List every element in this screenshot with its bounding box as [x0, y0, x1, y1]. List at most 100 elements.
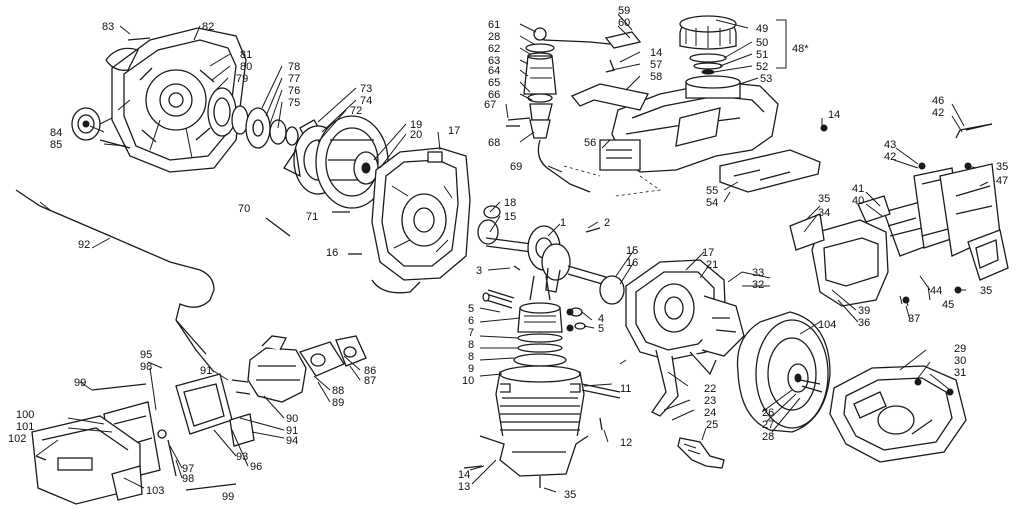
label-63: 63 — [488, 55, 500, 67]
label-93: 93 — [236, 451, 248, 463]
label-96: 96 — [250, 461, 262, 473]
label-58: 58 — [650, 71, 662, 83]
label-81: 81 — [240, 49, 252, 61]
label-104: 104 — [818, 319, 836, 331]
label-101: 101 — [16, 421, 34, 433]
label-56: 56 — [584, 137, 596, 149]
label-11: 11 — [620, 383, 631, 395]
label-6: 6 — [468, 315, 474, 327]
label-90: 90 — [286, 413, 298, 425]
label-35-bottom: 35 — [564, 489, 576, 501]
spark-plug — [677, 437, 725, 469]
label-99-bottom: 99 — [222, 491, 234, 503]
label-32: 32 — [752, 279, 764, 291]
label-24: 24 — [704, 407, 716, 419]
label-46: 46 — [932, 95, 944, 107]
label-40: 40 — [852, 195, 864, 207]
clutch-cover — [829, 365, 967, 463]
leader-lines — [35, 13, 989, 493]
label-18: 18 — [504, 197, 516, 209]
label-16-left: 16 — [326, 247, 338, 259]
label-31: 31 — [954, 367, 966, 379]
flywheel — [315, 115, 389, 209]
label-2: 2 — [604, 217, 610, 229]
fuel-tank — [563, 59, 821, 197]
label-14-top: 14 — [650, 47, 662, 59]
label-91-top: 91 — [200, 365, 212, 377]
label-82: 82 — [202, 21, 214, 33]
label-54: 54 — [706, 197, 718, 209]
label-3: 3 — [476, 265, 482, 277]
label-41: 41 — [852, 183, 864, 195]
label-10: 10 — [462, 375, 474, 387]
label-13: 13 — [458, 481, 470, 493]
label-14-bottom: 14 — [458, 469, 470, 481]
label-92: 92 — [78, 239, 90, 251]
label-87: 87 — [364, 375, 376, 387]
label-21: 21 — [706, 259, 718, 271]
label-7: 7 — [468, 327, 474, 339]
label-53: 53 — [760, 73, 772, 85]
label-47: 47 — [996, 175, 1008, 187]
label-50: 50 — [756, 37, 768, 49]
label-25: 25 — [706, 419, 718, 431]
label-19: 19 — [410, 119, 422, 131]
label-28-top: 28 — [488, 31, 500, 43]
label-61: 61 — [488, 19, 500, 31]
label-80: 80 — [240, 61, 252, 73]
label-79: 79 — [236, 73, 248, 85]
label-91-bottom: 91 — [286, 425, 298, 437]
piston-assembly — [482, 275, 586, 367]
label-27: 27 — [762, 419, 774, 431]
label-23: 23 — [704, 395, 716, 407]
label-35-a: 35 — [818, 193, 830, 205]
label-100: 100 — [16, 409, 34, 421]
label-8-a: 8 — [468, 339, 474, 351]
label-35-b: 35 — [996, 161, 1008, 173]
crankcase-left — [371, 147, 501, 294]
label-59: 59 — [618, 5, 630, 17]
label-74: 74 — [360, 95, 372, 107]
label-72: 72 — [350, 105, 362, 117]
label-35-c: 35 — [980, 285, 992, 297]
label-77: 77 — [288, 73, 300, 85]
starter-handle — [71, 107, 113, 141]
label-28-bottom: 28 — [762, 431, 774, 443]
label-22: 22 — [704, 383, 716, 395]
label-69: 69 — [510, 161, 522, 173]
label-48: 48* — [792, 43, 809, 55]
label-9: 9 — [468, 363, 474, 375]
label-65: 65 — [488, 77, 500, 89]
label-102: 102 — [8, 433, 26, 445]
label-37: 37 — [908, 313, 920, 325]
label-5-left: 5 — [468, 303, 474, 315]
label-51: 51 — [756, 49, 768, 61]
label-20: 20 — [410, 129, 422, 141]
label-30: 30 — [954, 355, 966, 367]
muffler-assembly — [789, 123, 1009, 307]
label-14-right: 14 — [828, 109, 840, 121]
label-88: 88 — [332, 385, 344, 397]
label-15-right: 15 — [626, 245, 638, 257]
label-8-b: 8 — [468, 351, 474, 363]
label-73: 73 — [360, 83, 372, 95]
label-70: 70 — [238, 203, 250, 215]
label-16-right: 16 — [626, 257, 638, 269]
label-64: 64 — [488, 65, 500, 77]
label-33: 33 — [752, 267, 764, 279]
label-68: 68 — [488, 137, 500, 149]
label-98-top: 98 — [140, 361, 152, 373]
air-filter-housing — [31, 373, 255, 505]
label-99-top: 99 — [74, 377, 86, 389]
label-52: 52 — [756, 61, 768, 73]
label-83: 83 — [102, 21, 114, 33]
label-57: 57 — [650, 59, 662, 71]
label-60: 60 — [618, 17, 630, 29]
label-94: 94 — [286, 435, 298, 447]
label-17-top: 17 — [448, 125, 460, 137]
label-26: 26 — [762, 407, 774, 419]
label-95: 95 — [140, 349, 152, 361]
fuel-cap — [679, 15, 737, 75]
label-98-bottom: 98 — [182, 473, 194, 485]
